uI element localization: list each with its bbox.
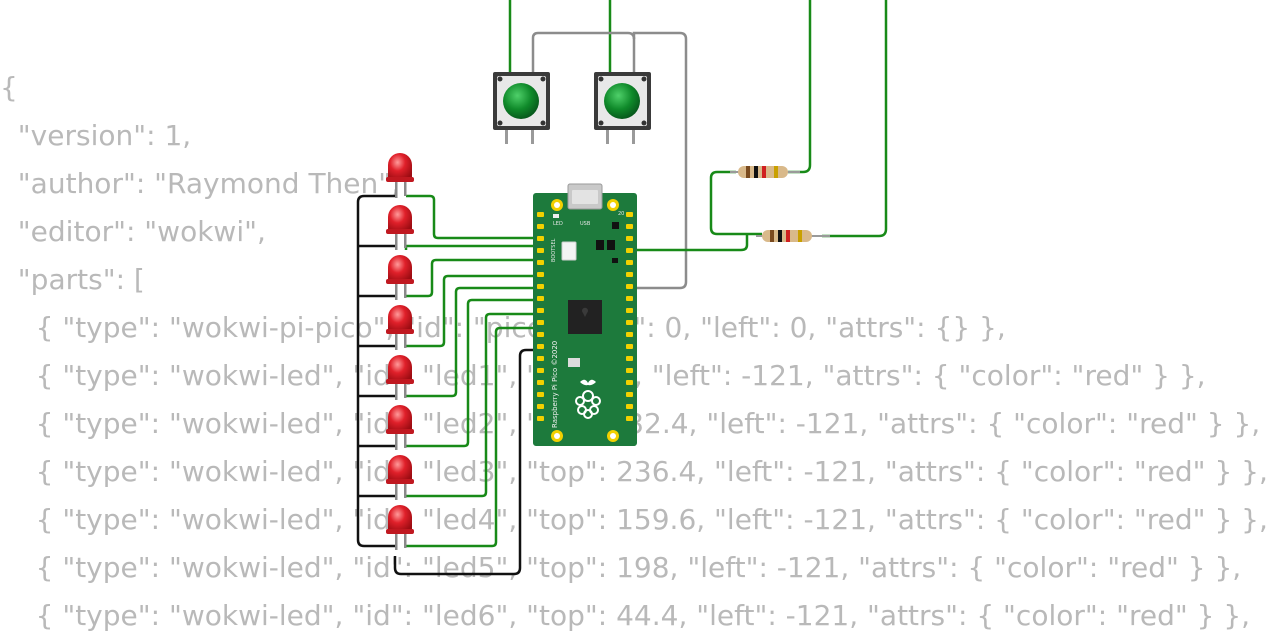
pico-led (553, 214, 559, 218)
code-line: { (0, 71, 18, 104)
red-led-8[interactable] (386, 505, 414, 550)
bootsel-button[interactable] (561, 241, 577, 261)
code-line: "author": "Raymond Then", (0, 167, 401, 200)
code-line: { "type": "wokwi-led", "id": "led5", "to… (0, 551, 1242, 584)
pico-pin-label: 20 (618, 211, 624, 217)
pico-right-pins (626, 212, 633, 421)
red-led-3[interactable] (386, 255, 414, 300)
raspberry-pi-pico[interactable]: LED USB 20 BOOTSEL Raspberry Pi Pico ©20… (533, 183, 637, 446)
red-led-7[interactable] (386, 455, 414, 500)
button-wires[interactable] (508, 0, 688, 290)
code-line: "editor": "wokwi", (0, 215, 266, 248)
pico-silk-text: Raspberry Pi Pico ©2020 (551, 341, 559, 428)
pushbutton-2-cap[interactable] (604, 83, 640, 119)
raspberry-logo-icon (575, 379, 601, 419)
code-line: { "type": "wokwi-led", "id": "led4", "to… (0, 503, 1268, 536)
led-signal-wires[interactable] (404, 194, 538, 548)
pushbutton-2[interactable] (594, 72, 651, 144)
red-led-6[interactable] (386, 405, 414, 450)
pushbutton-1-cap[interactable] (503, 83, 539, 119)
resistor-2[interactable] (756, 230, 830, 242)
pico-led-label: LED (553, 221, 563, 227)
red-led-2[interactable] (386, 205, 414, 250)
code-line: { "type": "wokwi-led", "id": "led3", "to… (0, 455, 1268, 488)
red-led-4[interactable] (386, 305, 414, 350)
pushbutton-1[interactable] (493, 72, 550, 144)
code-line: "parts": [ (0, 263, 145, 296)
code-line: { "type": "wokwi-led", "id": "led6", "to… (0, 599, 1251, 632)
pico-usb-label: USB (580, 221, 591, 227)
circuit-canvas: LED USB 20 BOOTSEL Raspberry Pi Pico ©20… (356, 0, 888, 576)
red-led-5[interactable] (386, 355, 414, 400)
led-ground-wires[interactable] (356, 194, 538, 576)
pico-bootsel-label: BOOTSEL (551, 238, 557, 262)
red-led-1[interactable] (386, 153, 414, 198)
pico-left-pins (537, 212, 544, 421)
code-line: "version": 1, (0, 119, 192, 152)
resistor-wires[interactable] (634, 0, 888, 252)
resistor-1[interactable] (730, 166, 800, 178)
